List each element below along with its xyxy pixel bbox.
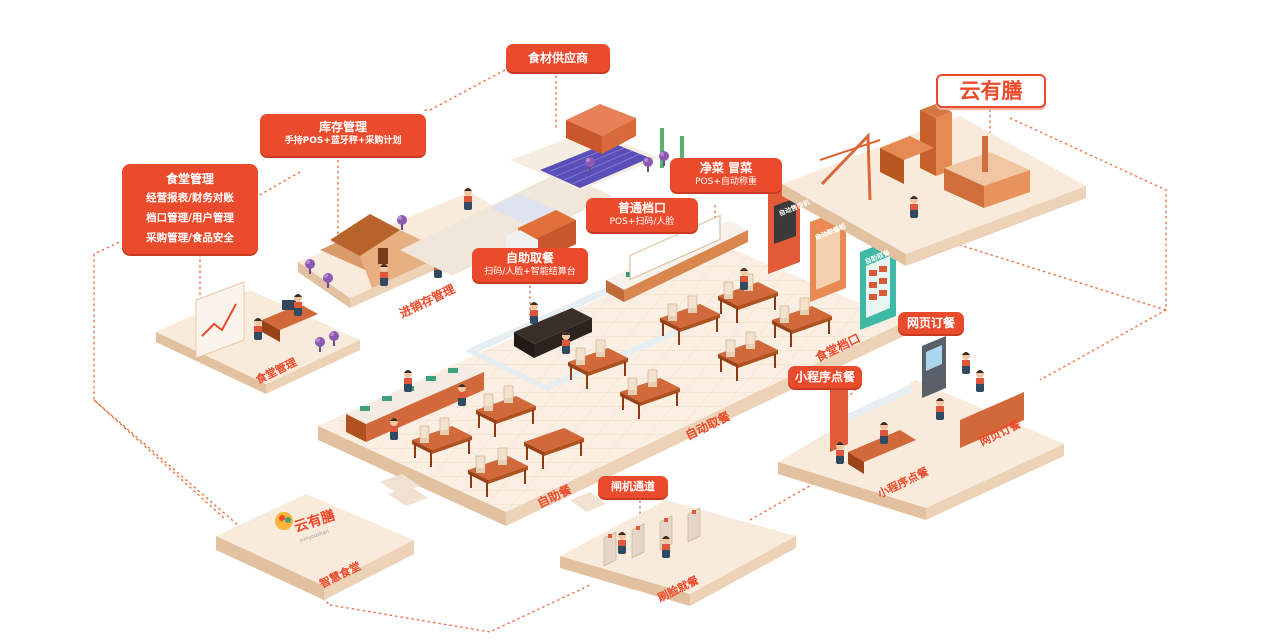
callout-inventory-sub: 手持POS+蓝牙秤+采购计划 [284, 136, 402, 146]
callout-canteen-mgmt-line-3: 采购管理/食品安全 [146, 232, 234, 244]
callout-mini-order-title: 小程序点餐 [794, 370, 855, 384]
callout-supplier-title: 食材供应商 [527, 51, 588, 65]
callout-canteen-mgmt-line-2: 档口管理/用户管理 [146, 212, 234, 224]
callout-clean-dish-sub: POS+自动称重 [695, 177, 757, 187]
callout-web-order: 网页订餐 [898, 312, 964, 334]
smart-canteen-area [216, 494, 414, 600]
floor-label-inventory: 进销存管理 [397, 281, 458, 321]
callout-normal-stall-sub: POS+扫码/人脸 [609, 217, 675, 227]
callout-inventory: 库存管理 手持POS+蓝牙秤+采购计划 [260, 114, 426, 156]
ordering-area [778, 336, 1064, 520]
callout-web-order-title: 网页订餐 [906, 316, 955, 330]
callout-canteen-mgmt-title: 食堂管理 [165, 172, 214, 186]
stall-counters [606, 214, 748, 302]
callout-self-pick: 自助取餐 扫码/人脸+智能结算台 [472, 248, 588, 282]
buffet-counter [346, 364, 484, 442]
callout-clean-dish: 净菜 冒菜 POS+自动称重 [670, 158, 782, 192]
self-pick-counter [514, 302, 592, 358]
brand-badge: 云有膳 [936, 74, 1046, 108]
vending-machines [768, 178, 896, 330]
callout-inventory-title: 库存管理 [318, 120, 367, 134]
callout-gate-title: 闸机通道 [611, 480, 655, 493]
callout-mini-order: 小程序点餐 [788, 366, 862, 388]
hq-area [782, 104, 1086, 266]
callout-normal-stall-title: 普通档口 [617, 201, 666, 215]
callout-normal-stall: 普通档口 POS+扫码/人脸 [586, 198, 698, 232]
callout-self-pick-title: 自助取餐 [505, 251, 554, 265]
callout-gate: 闸机通道 [598, 476, 668, 498]
canteen-mgmt-area [156, 281, 360, 394]
gate-area [380, 474, 796, 606]
callout-clean-dish-title: 净菜 冒菜 [699, 161, 753, 175]
callout-supplier: 食材供应商 [506, 44, 610, 72]
callout-canteen-mgmt-line-1: 经营报表/财务对账 [146, 192, 234, 204]
callout-self-pick-sub: 扫码/人脸+智能结算台 [484, 267, 576, 277]
callout-canteen-mgmt: 食堂管理 经营报表/财务对账 档口管理/用户管理 采购管理/食品安全 [122, 164, 258, 254]
